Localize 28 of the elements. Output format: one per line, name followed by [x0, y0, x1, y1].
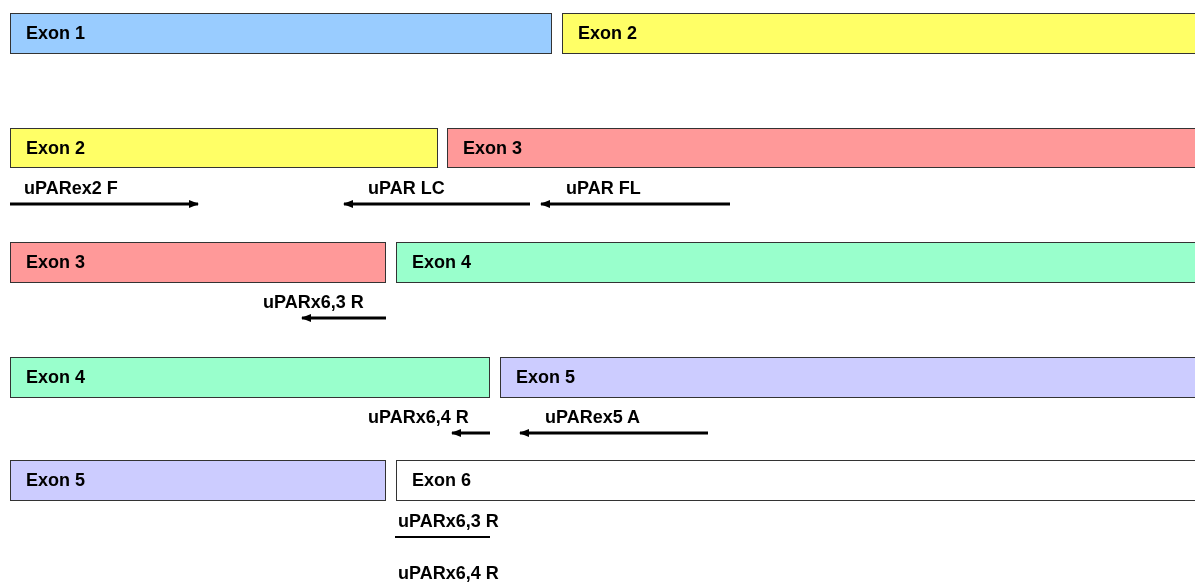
exon-box	[10, 357, 490, 398]
exon-box	[396, 242, 1195, 283]
exon-box	[500, 357, 1195, 398]
exon-label: Exon 2	[26, 137, 86, 159]
primer-label: uPAR FL	[566, 178, 641, 198]
exon-label: Exon 4	[412, 252, 472, 273]
exon-label: Exon 3	[26, 252, 86, 273]
exon-box	[10, 13, 552, 54]
primer-label: uPARx6,4 R	[398, 563, 499, 583]
exon-box	[447, 128, 1195, 168]
primer-label: uPARex2 F	[24, 178, 118, 198]
exon-label: Exon 1	[26, 23, 86, 44]
exon-box	[562, 13, 1195, 54]
exon-box	[396, 460, 1195, 501]
exon-label: Exon 6	[412, 470, 472, 491]
exon-label: Exon 3	[463, 137, 523, 159]
exon-label: Exon 5	[516, 367, 576, 388]
exon-box	[10, 242, 386, 283]
primer-label: uPARx6,4 R	[368, 407, 469, 427]
exon-label: Exon 2	[578, 23, 638, 44]
exon-label: Exon 4	[26, 367, 86, 388]
exon-label: Exon 5	[26, 470, 86, 491]
exon-box	[10, 128, 438, 168]
primer-label: uPARx6,3 R	[263, 292, 364, 312]
primer-label: uPAR LC	[368, 178, 445, 198]
exon-box	[10, 460, 386, 501]
primer-label: uPARex5 A	[545, 407, 641, 427]
primer-label: uPARx6,3 R	[398, 511, 499, 531]
